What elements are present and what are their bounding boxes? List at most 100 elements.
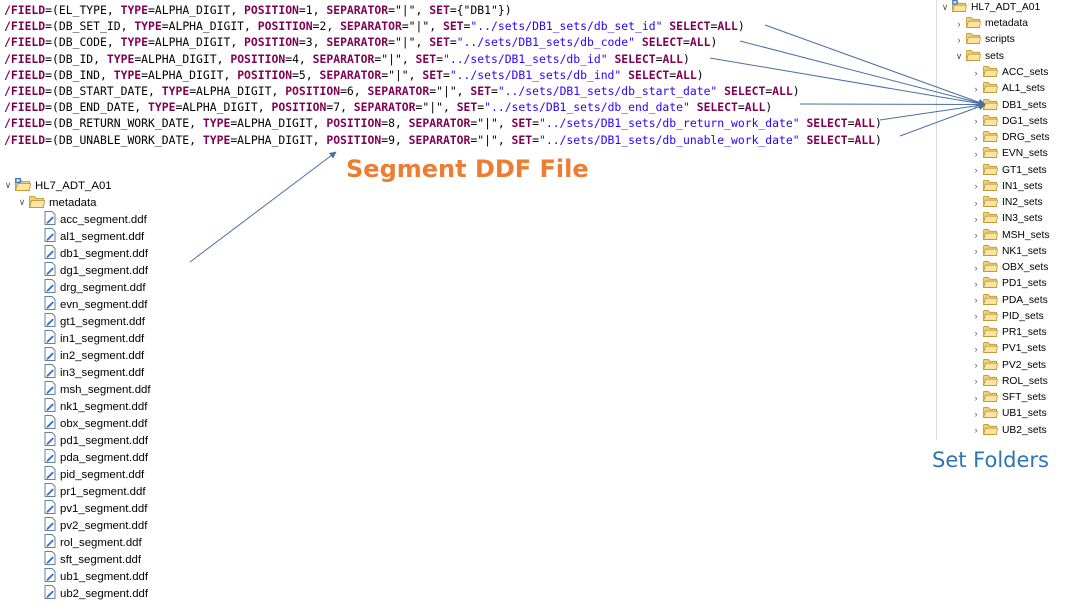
tree-set-folder[interactable]: › UB1_sets	[970, 405, 1047, 422]
tree-set-folder[interactable]: ›DRG_sets	[970, 129, 1050, 146]
tree-file[interactable]: pv1_segment.ddf	[44, 500, 147, 517]
panel-divider	[936, 0, 937, 440]
tree-set-folder[interactable]: ›UB2_sets	[970, 422, 1047, 439]
collapsed-arrow-icon[interactable]: ›	[974, 181, 978, 192]
tree-set-folder[interactable]: ›IN1_sets	[970, 178, 1043, 195]
tree-set-folder[interactable]: ›IN3_sets	[970, 210, 1043, 227]
folder-icon	[983, 146, 998, 161]
collapsed-arrow-icon[interactable]: ›	[974, 360, 978, 370]
tree-file[interactable]: dg1_segment.ddf	[44, 262, 148, 279]
tree-item-label: AL1_sets	[1002, 83, 1045, 95]
tree-item-label: pv2_segment.ddf	[60, 519, 148, 532]
tree-file[interactable]: in1_segment.ddf	[44, 330, 144, 347]
tree-set-folder[interactable]: ›PV2_sets	[970, 357, 1046, 374]
folder-icon	[983, 195, 998, 210]
collapsed-arrow-icon[interactable]: ›	[974, 197, 978, 208]
expanded-arrow-icon[interactable]: ∨	[955, 51, 963, 61]
folder-icon	[983, 358, 998, 373]
collapsed-arrow-icon[interactable]: ›	[957, 34, 961, 45]
tree-file[interactable]: nk1_segment.ddf	[44, 398, 147, 415]
tree-set-folder[interactable]: ›PID_sets	[970, 308, 1044, 325]
collapsed-arrow-icon[interactable]: ›	[974, 116, 978, 127]
tree-set-folder[interactable]: ›EVN_sets	[970, 145, 1048, 162]
collapsed-arrow-icon[interactable]: ›	[957, 18, 961, 29]
tree-item-label: DG1_sets	[1002, 115, 1048, 127]
expanded-arrow-icon[interactable]: ∨	[4, 180, 12, 190]
collapsed-arrow-icon[interactable]: ›	[974, 376, 978, 387]
tree-file[interactable]: in3_segment.ddf	[44, 364, 144, 381]
tree-set-folder[interactable]: ›PD1_sets	[970, 275, 1047, 292]
tree-set-folder[interactable]: › PV1_sets	[970, 340, 1046, 357]
collapsed-arrow-icon[interactable]: ›	[974, 246, 978, 257]
tree-item-label: ub2_segment.ddf	[60, 587, 149, 600]
collapsed-arrow-icon[interactable]: ›	[974, 213, 978, 224]
tree-item-label: PR1_sets	[1002, 327, 1047, 338]
collapsed-arrow-icon[interactable]: ›	[974, 83, 978, 94]
tree-file[interactable]: pr1_segment.ddf	[44, 483, 146, 500]
tree-set-folder[interactable]: ›ROL_sets	[970, 373, 1048, 390]
folder-icon	[983, 309, 998, 324]
tree-file[interactable]: pid_segment.ddf	[44, 466, 144, 483]
tree-set-folder[interactable]: › AL1_sets	[970, 80, 1045, 97]
tree-file[interactable]: acc_segment.ddf	[44, 211, 147, 228]
tree-file[interactable]: ub2_segment.ddf	[44, 585, 148, 602]
collapsed-arrow-icon[interactable]: ›	[974, 148, 978, 159]
tree-file[interactable]: pd1_segment.ddf	[44, 432, 148, 449]
collapsed-arrow-icon[interactable]: ›	[974, 230, 978, 240]
tree-file[interactable]: msh_segment.ddf	[44, 381, 151, 398]
collapsed-arrow-icon[interactable]: ›	[974, 327, 978, 338]
folder-icon	[983, 374, 998, 389]
expanded-arrow-icon[interactable]: ∨	[941, 2, 949, 12]
tree-file[interactable]: pda_segment.ddf	[44, 449, 148, 466]
tree-folder-metadata[interactable]: ∨metadata	[16, 194, 97, 211]
tree-item-label: PV1_sets	[1002, 343, 1047, 355]
collapsed-arrow-icon[interactable]: ›	[974, 425, 978, 435]
collapsed-arrow-icon[interactable]: ›	[974, 392, 978, 403]
tree-item-label: pd1_segment.ddf	[60, 434, 149, 447]
tree-project[interactable]: ∨HL7_ADT_A01	[939, 0, 1040, 16]
ddf-file-icon	[44, 228, 56, 245]
tree-file[interactable]: pv2_segment.ddf	[44, 517, 147, 534]
tree-item-label: UB1_sets	[1002, 408, 1047, 420]
tree-set-folder[interactable]: ›OBX_sets	[970, 259, 1048, 276]
collapsed-arrow-icon[interactable]: ›	[974, 278, 978, 289]
tree-set-folder[interactable]: ›MSH_sets	[970, 227, 1050, 244]
tree-set-folder[interactable]: ›GT1_sets	[970, 162, 1047, 179]
tree-set-folder[interactable]: ›NK1_sets	[970, 243, 1047, 260]
tree-set-folder[interactable]: ›IN2_sets	[970, 194, 1043, 211]
collapsed-arrow-icon[interactable]: ›	[974, 100, 978, 110]
expanded-arrow-icon[interactable]: ∨	[18, 197, 26, 207]
collapsed-arrow-icon[interactable]: ›	[974, 311, 978, 322]
tree-folder-sets[interactable]: ∨sets	[953, 48, 1004, 65]
tree-set-folder[interactable]: › DG1_sets	[970, 113, 1048, 130]
tree-file[interactable]: evn_segment.ddf	[44, 296, 147, 313]
tree-set-folder[interactable]: ›ACC_sets	[970, 64, 1048, 81]
tree-set-folder[interactable]: ›PDA_sets	[970, 292, 1048, 309]
folder-icon	[983, 260, 998, 275]
collapsed-arrow-icon[interactable]: ›	[974, 132, 978, 143]
tree-file[interactable]: in2_segment.ddf	[44, 347, 144, 364]
collapsed-arrow-icon[interactable]: ›	[974, 295, 978, 305]
tree-file[interactable]: gt1_segment.ddf	[44, 313, 145, 330]
tree-file[interactable]: drg_segment.ddf	[44, 279, 146, 296]
tree-item-label: SFT_sets	[1002, 392, 1047, 403]
collapsed-arrow-icon[interactable]: ›	[974, 67, 978, 78]
folder-icon	[966, 32, 981, 47]
tree-set-folder[interactable]: › SFT_sets	[970, 389, 1046, 406]
tree-set-folder[interactable]: › PR1_sets	[970, 324, 1047, 341]
collapsed-arrow-icon[interactable]: ›	[974, 343, 978, 354]
collapsed-arrow-icon[interactable]: ›	[974, 165, 978, 175]
tree-file[interactable]: db1_segment.ddf	[44, 245, 148, 262]
collapsed-arrow-icon[interactable]: ›	[974, 408, 978, 419]
tree-project[interactable]: ∨HL7_ADT_A01	[2, 177, 112, 194]
ddf-file-icon	[44, 330, 56, 347]
tree-file[interactable]: al1_segment.ddf	[44, 228, 144, 245]
tree-file[interactable]: sft_segment.ddf	[44, 551, 141, 568]
folder-icon	[983, 228, 998, 243]
tree-file[interactable]: obx_segment.ddf	[44, 415, 147, 432]
tree-file[interactable]: ub1_segment.ddf	[44, 568, 148, 585]
tree-folder[interactable]: ›scripts	[953, 31, 1015, 48]
tree-folder[interactable]: ›metadata	[953, 15, 1028, 32]
tree-file[interactable]: rol_segment.ddf	[44, 534, 142, 551]
collapsed-arrow-icon[interactable]: ›	[974, 262, 978, 273]
